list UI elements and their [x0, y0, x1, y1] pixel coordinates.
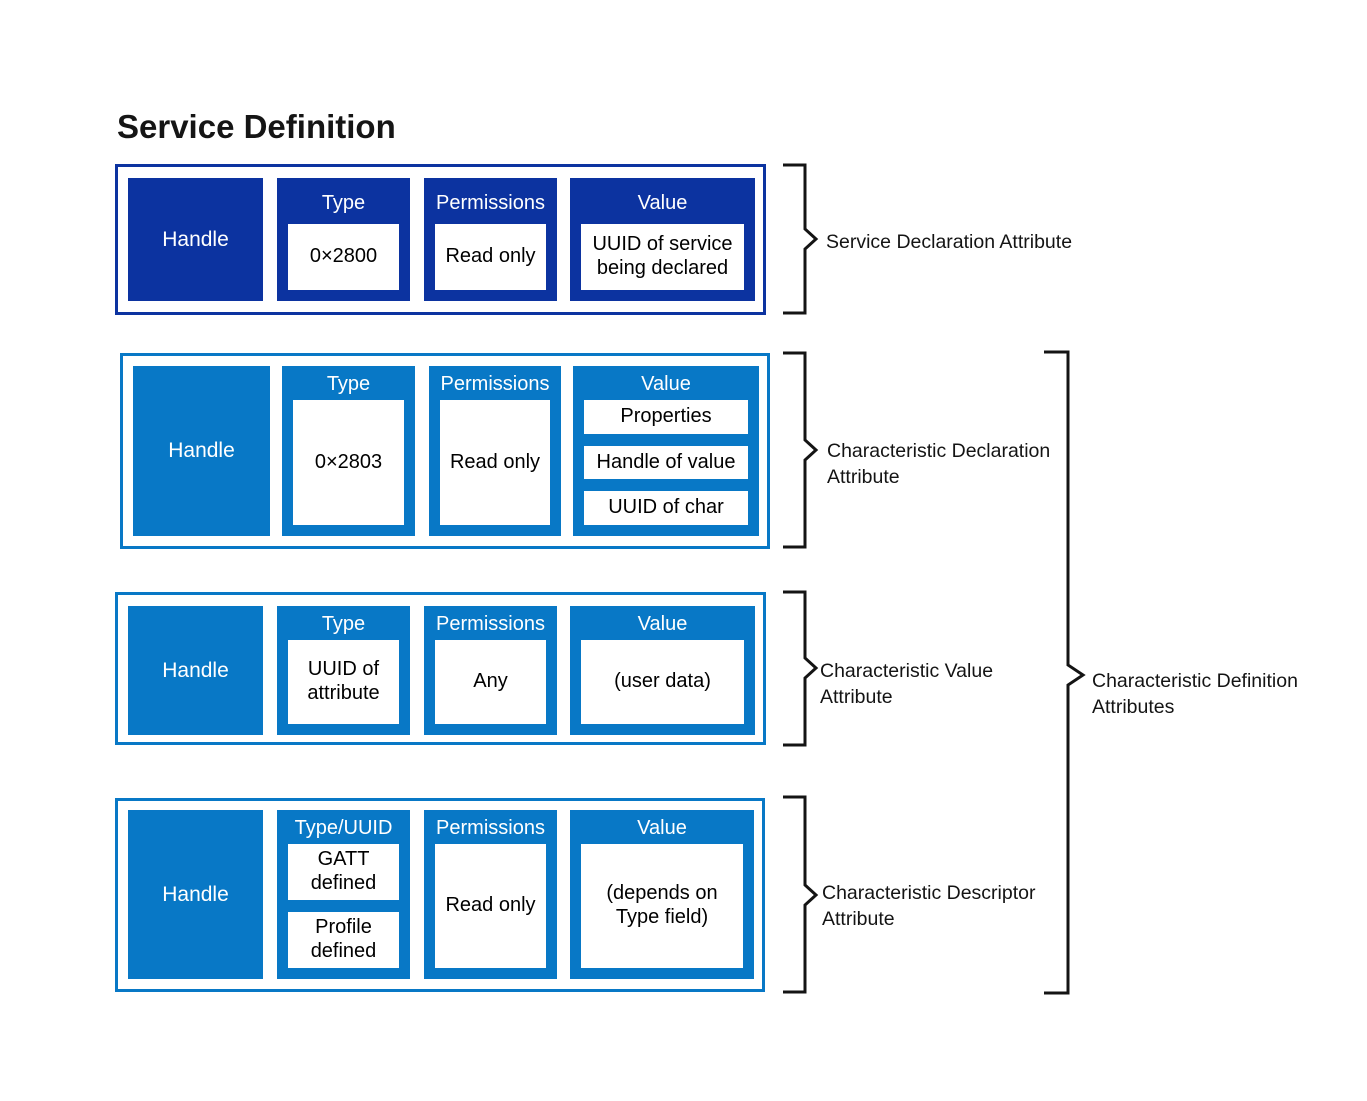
permissions-value-box: Read only	[435, 844, 546, 968]
characteristic-definition-label: Characteristic Definition Attributes	[1092, 670, 1298, 718]
permissions-value-box: Read only	[435, 224, 546, 290]
attribute-row-characteristic-value: Handle Type UUID of attribute Permission…	[115, 592, 766, 745]
type-cell: Type 0×2800	[277, 178, 410, 301]
handle-cell: Handle	[128, 810, 263, 979]
permissions-cell: Permissions Read only	[424, 178, 557, 301]
profile-defined-box: Profile defined	[288, 912, 399, 968]
type-value-box: 0×2803	[293, 400, 404, 525]
characteristic-value-bracket-icon	[783, 590, 819, 747]
attribute-row-characteristic-descriptor: Handle Type/UUID GATT defined Profile de…	[115, 798, 765, 992]
type-value-box: 0×2800	[288, 224, 399, 290]
value-value-box: (user data)	[581, 640, 744, 724]
characteristic-definition-bracket-icon	[1044, 350, 1086, 995]
permissions-value-box: Read only	[440, 400, 550, 525]
permissions-header: Permissions	[436, 817, 545, 839]
type-cell: Type 0×2803	[282, 366, 415, 536]
value-value-box: (depends on Type field)	[581, 844, 743, 968]
characteristic-declaration-label: Characteristic Declaration Attribute	[827, 440, 1051, 488]
permissions-header: Permissions	[436, 613, 545, 635]
attribute-row-service-declaration: Handle Type 0×2800 Permissions Read only…	[115, 164, 766, 315]
handle-label: Handle	[168, 439, 235, 462]
type-cell: Type UUID of attribute	[277, 606, 410, 735]
type-uuid-header: Type/UUID	[294, 817, 393, 839]
value-cell: Value (user data)	[570, 606, 755, 735]
type-uuid-cell: Type/UUID GATT defined Profile defined	[277, 810, 410, 979]
type-header: Type	[321, 192, 366, 214]
service-declaration-label: Service Declaration Attribute	[826, 231, 1073, 253]
characteristic-descriptor-bracket-icon	[783, 795, 819, 994]
value-handle-of-value-box: Handle of value	[584, 445, 748, 480]
value-header: Value	[637, 817, 687, 839]
value-header: Value	[637, 613, 688, 635]
value-header: Value	[637, 192, 688, 214]
permissions-cell: Permissions Any	[424, 606, 557, 735]
characteristic-descriptor-label: Characteristic Descriptor Attribute	[822, 882, 1036, 930]
permissions-header: Permissions	[436, 192, 545, 214]
value-header: Value	[641, 373, 691, 395]
handle-label: Handle	[162, 658, 229, 682]
value-cell: Value (depends on Type field)	[570, 810, 754, 979]
gatt-defined-box: GATT defined	[288, 844, 399, 900]
value-uuid-of-char-box: UUID of char	[584, 491, 748, 526]
service-declaration-bracket-icon	[783, 163, 819, 315]
handle-label: Handle	[162, 227, 229, 251]
handle-cell: Handle	[133, 366, 270, 536]
type-header: Type	[321, 613, 366, 635]
handle-cell: Handle	[128, 606, 263, 735]
characteristic-value-label: Characteristic Value Attribute	[820, 660, 994, 708]
value-cell: Value UUID of service being declared	[570, 178, 755, 301]
permissions-cell: Permissions Read only	[424, 810, 557, 979]
page-title: Service Definition	[117, 108, 396, 145]
value-properties-box: Properties	[584, 400, 748, 434]
characteristic-declaration-bracket-icon	[783, 351, 819, 549]
permissions-cell: Permissions Read only	[429, 366, 561, 536]
handle-cell: Handle	[128, 178, 263, 301]
type-header: Type	[326, 373, 371, 395]
handle-label: Handle	[162, 882, 229, 906]
attribute-row-characteristic-declaration: Handle Type 0×2803 Permissions Read only…	[120, 353, 770, 549]
value-value-box: UUID of service being declared	[581, 224, 744, 290]
value-cell: Value Properties Handle of value UUID of…	[573, 366, 759, 536]
permissions-value-box: Any	[435, 640, 546, 724]
type-value-box: UUID of attribute	[288, 640, 399, 724]
permissions-header: Permissions	[440, 373, 550, 395]
